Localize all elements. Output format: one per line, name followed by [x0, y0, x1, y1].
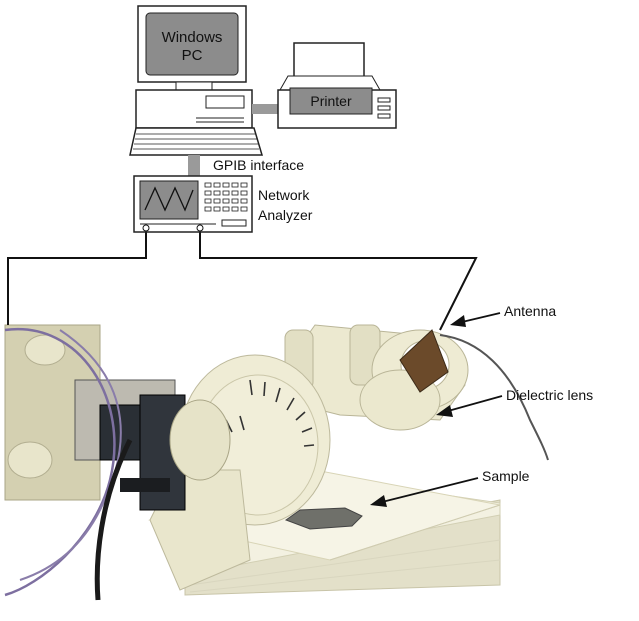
cable-to-left-block [7, 232, 147, 325]
sample-arrow [370, 477, 479, 507]
dielectric-lens-label: Dielectric lens [506, 387, 593, 403]
antenna-cable [439, 334, 549, 461]
printer-label: Printer [310, 93, 352, 109]
printer-link [252, 104, 280, 114]
network-analyzer-icon [133, 175, 253, 233]
fixture-photo [4, 324, 549, 601]
printer-icon [277, 42, 397, 129]
antenna-icon [399, 329, 449, 393]
antenna-arrow [450, 312, 501, 327]
antenna-label: Antenna [504, 303, 556, 319]
positioning-arm [149, 324, 469, 591]
purple-cable [4, 327, 116, 597]
pc-label-line2: PC [182, 47, 203, 64]
dielectric-lens-arrow [436, 395, 503, 417]
analyzer-label-line1: Network [258, 187, 310, 203]
black-cable [94, 438, 133, 601]
sample-label: Sample [482, 468, 530, 484]
gpib-link [188, 155, 200, 177]
sample-icon [284, 507, 363, 530]
computer-icon [129, 5, 264, 156]
gpib-label: GPIB interface [213, 157, 304, 173]
pc-label-line1: Windows [162, 29, 223, 46]
cable-to-antenna [199, 232, 478, 331]
analyzer-label-line2: Analyzer [258, 207, 313, 223]
